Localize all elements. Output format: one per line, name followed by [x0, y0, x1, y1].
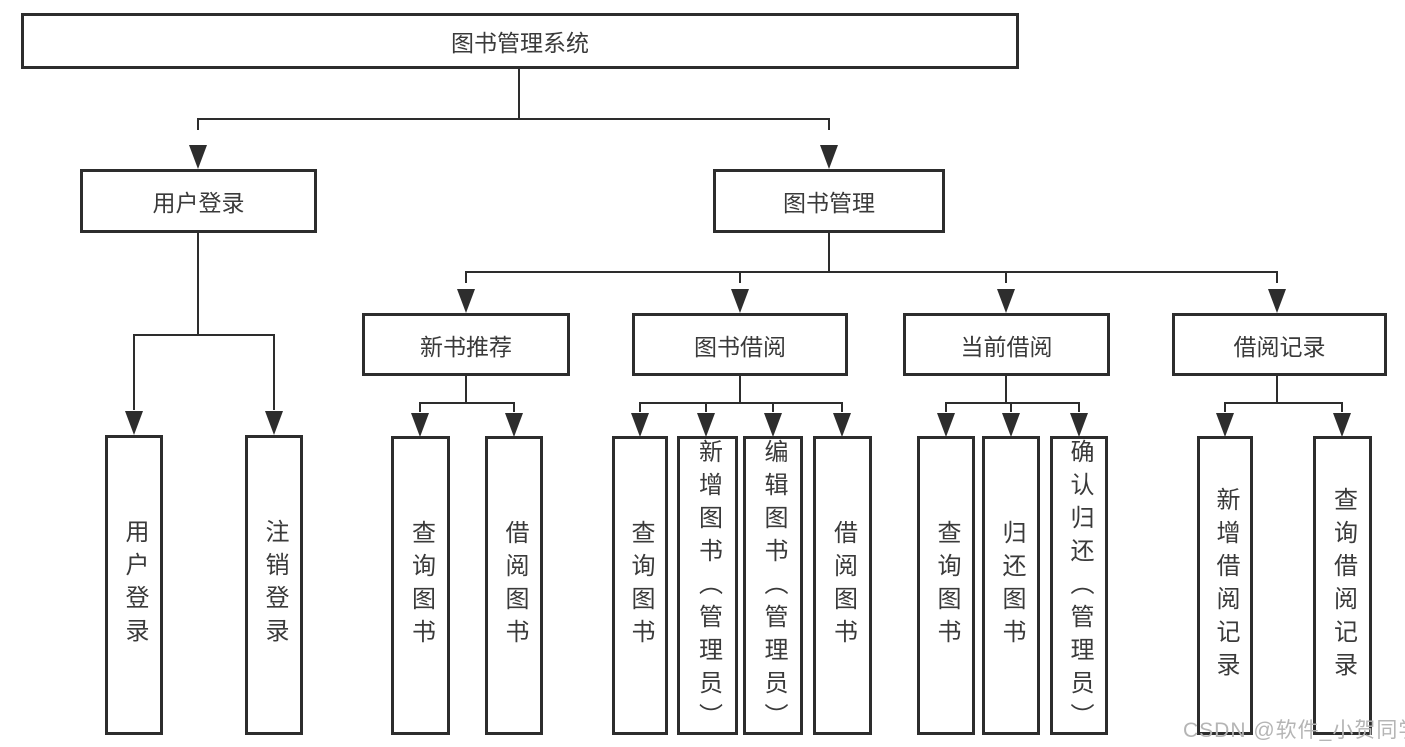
connector-root-hline [197, 118, 830, 120]
arrow-to-current-borrow [997, 289, 1015, 313]
arrow-to-new-book-recommend [457, 289, 475, 313]
connector-bookborrow-stub-4 [841, 402, 843, 412]
node-root: 图书管理系统 [21, 13, 1019, 69]
arrow-to-leaf-borrow-book-1 [505, 413, 523, 437]
node-borrow-record: 借阅记录 [1172, 313, 1387, 376]
connector-bookborrow-stub-3 [772, 402, 774, 412]
connector-borrowrecord-stub-2 [1341, 402, 1343, 412]
connector-userlogin-stub-2 [273, 334, 275, 410]
connector-newbook-stub-2 [513, 402, 515, 412]
connector-root-stub-right [828, 118, 830, 130]
leaf-add-borrow-record-label: 新增借阅记录 [1212, 486, 1239, 685]
arrow-to-borrow-record [1268, 289, 1286, 313]
connector-bookborrow-hline [639, 402, 843, 404]
arrow-to-book-borrow [731, 289, 749, 313]
leaf-query-book-2: 查询图书 [612, 436, 668, 735]
leaf-add-book-admin: 新增图书（管理员） [677, 436, 738, 736]
connector-bookmgmt-stub-1 [465, 271, 467, 283]
connector-userlogin-hline [133, 334, 275, 336]
connector-bookmgmt-stub-3 [1005, 271, 1007, 283]
node-user-login: 用户登录 [80, 169, 317, 233]
leaf-return-book: 归还图书 [982, 436, 1040, 735]
connector-currentborrow-stub-3 [1078, 402, 1080, 412]
leaf-confirm-return-admin-label: 确认归还（管理员） [1066, 439, 1093, 736]
connector-currentborrow-vline [1005, 376, 1007, 404]
connector-newbook-vline [465, 376, 467, 404]
connector-borrowrecord-vline [1276, 376, 1278, 404]
node-current-borrow: 当前借阅 [903, 313, 1110, 376]
connector-bookmgmt-stub-4 [1276, 271, 1278, 283]
arrow-to-leaf-query-book-1 [411, 413, 429, 437]
arrow-to-leaf-query-book-2 [631, 413, 649, 437]
leaf-edit-book-admin-label: 编辑图书（管理员） [760, 439, 787, 736]
arrow-to-leaf-edit-book [764, 413, 782, 437]
connector-newbook-hline [419, 402, 515, 404]
leaf-borrow-book-2-label: 借阅图书 [829, 519, 857, 652]
connector-bookborrow-stub-2 [705, 402, 707, 412]
connector-userlogin-stub-1 [133, 334, 135, 410]
connector-userlogin-vline [197, 233, 199, 336]
node-book-management-label: 图书管理 [783, 190, 875, 216]
arrow-to-user-login [189, 145, 207, 169]
leaf-add-borrow-record: 新增借阅记录 [1197, 436, 1253, 735]
connector-bookborrow-stub-1 [639, 402, 641, 412]
connector-newbook-stub-1 [419, 402, 421, 412]
connector-currentborrow-stub-1 [945, 402, 947, 412]
arrow-to-leaf-confirm-return [1070, 413, 1088, 437]
arrow-to-leaf-add-book [697, 413, 715, 437]
leaf-query-borrow-record: 查询借阅记录 [1313, 436, 1372, 735]
leaf-query-book-2-label: 查询图书 [627, 519, 654, 652]
csdn-watermark: CSDN @软件_小贺同学 [1183, 719, 1405, 742]
leaf-query-book-3: 查询图书 [917, 436, 975, 735]
leaf-borrow-book-2: 借阅图书 [813, 436, 872, 735]
connector-root-vline [518, 69, 520, 119]
connector-root-stub-left [197, 118, 199, 130]
leaf-confirm-return-admin: 确认归还（管理员） [1050, 436, 1108, 736]
leaf-add-book-admin-label: 新增图书（管理员） [694, 439, 722, 736]
connector-bookborrow-vline [739, 376, 741, 404]
node-book-management: 图书管理 [713, 169, 945, 233]
arrow-to-leaf-query-book-3 [937, 413, 955, 437]
arrow-to-leaf-user-login [125, 411, 143, 435]
leaf-user-login-label: 用户登录 [121, 519, 148, 651]
node-book-borrow-label: 图书借阅 [694, 333, 786, 360]
leaf-borrow-book-1-label: 借阅图书 [501, 519, 528, 652]
leaf-query-book-3-label: 查询图书 [933, 519, 960, 652]
node-new-book-recommend-label: 新书推荐 [420, 333, 512, 360]
leaf-logout-label: 注销登录 [261, 519, 288, 651]
node-book-borrow: 图书借阅 [632, 313, 848, 376]
node-new-book-recommend: 新书推荐 [362, 313, 570, 376]
arrow-to-book-management [820, 145, 838, 169]
arrow-to-leaf-add-borrow-record [1216, 413, 1234, 437]
arrow-to-leaf-return-book [1002, 413, 1020, 437]
leaf-user-login: 用户登录 [105, 435, 163, 735]
leaf-query-book-1-label: 查询图书 [407, 519, 435, 652]
connector-currentborrow-hline [945, 402, 1080, 404]
leaf-query-book-1: 查询图书 [391, 436, 450, 735]
connector-bookmgmt-hline [465, 271, 1278, 273]
leaf-edit-book-admin: 编辑图书（管理员） [743, 436, 803, 736]
leaf-query-borrow-record-label: 查询借阅记录 [1329, 486, 1357, 685]
leaf-return-book-label: 归还图书 [998, 519, 1025, 652]
leaf-borrow-book-1: 借阅图书 [485, 436, 543, 735]
node-user-login-label: 用户登录 [152, 190, 245, 216]
arrow-to-leaf-borrow-book-2 [833, 413, 851, 437]
connector-borrowrecord-hline [1224, 402, 1343, 404]
arrow-to-leaf-logout [265, 411, 283, 435]
node-current-borrow-label: 当前借阅 [960, 333, 1053, 360]
arrow-to-leaf-query-borrow-record [1333, 413, 1351, 437]
connector-bookmgmt-stub-2 [739, 271, 741, 283]
node-borrow-record-label: 借阅记录 [1233, 333, 1326, 360]
connector-bookmgmt-vline [828, 233, 830, 273]
connector-borrowrecord-stub-1 [1224, 402, 1226, 412]
node-root-label: 图书管理系统 [451, 30, 589, 56]
leaf-logout: 注销登录 [245, 435, 303, 735]
connector-currentborrow-stub-2 [1010, 402, 1012, 412]
